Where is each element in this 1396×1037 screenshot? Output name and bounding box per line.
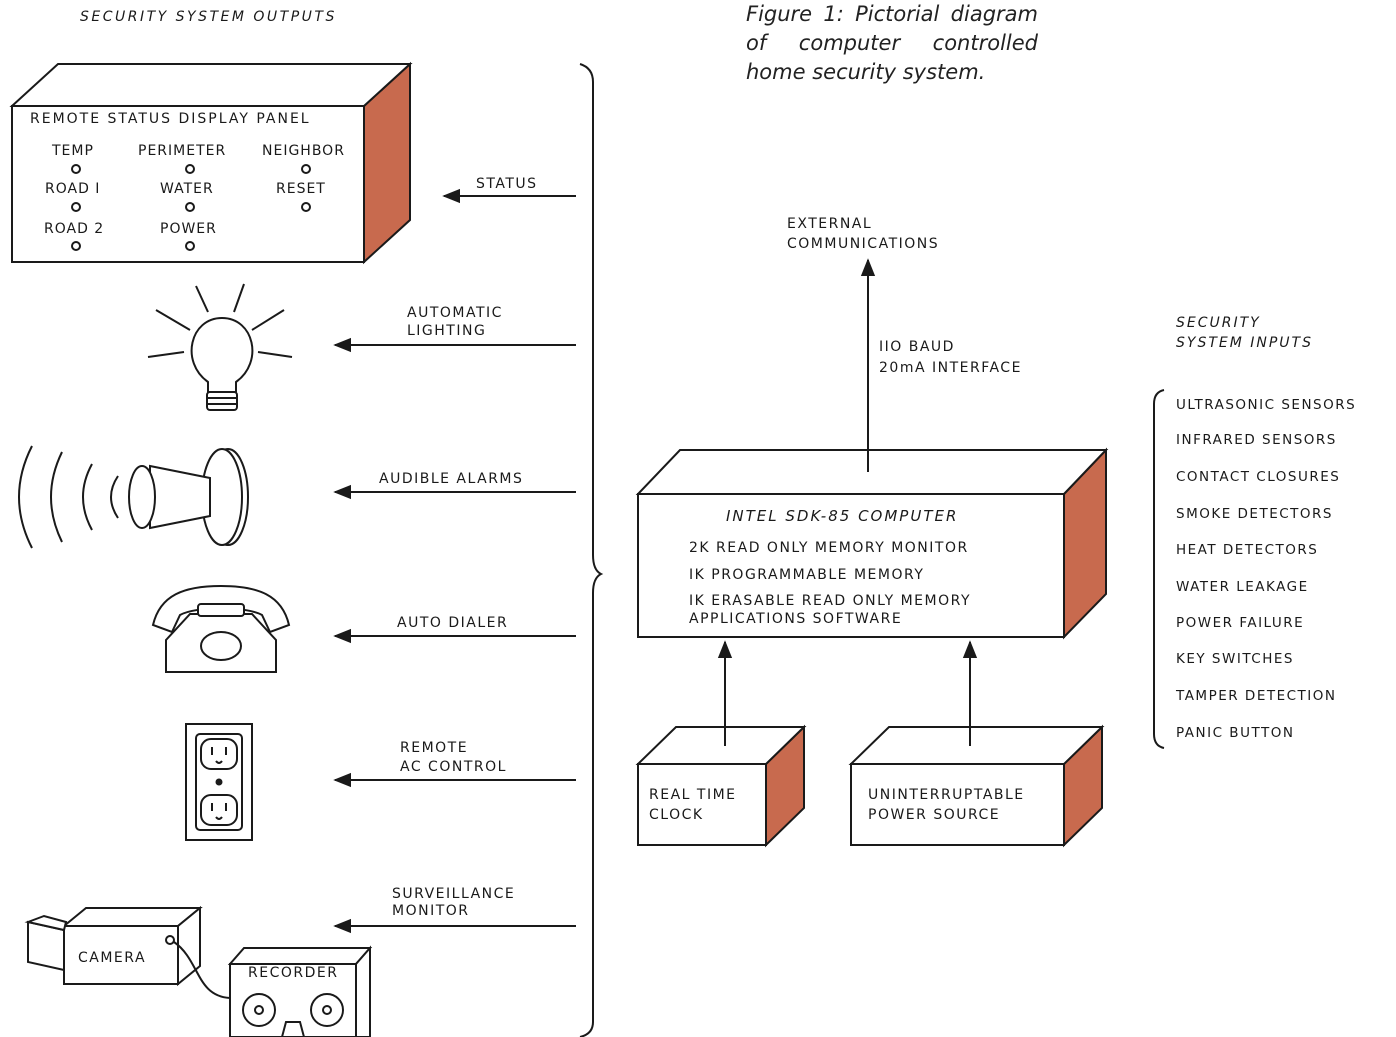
input-tamper-detection: TAMPER DETECTION: [1176, 688, 1337, 704]
input-smoke-detectors: SMOKE DETECTORS: [1176, 506, 1333, 522]
external-label-2: COMMUNICATIONS: [787, 236, 940, 252]
alarms-label: AUDIBLE ALARMS: [379, 471, 524, 487]
computer-line-4: APPLICATIONS SOFTWARE: [689, 611, 903, 627]
lighting-label-1: AUTOMATIC: [407, 305, 503, 321]
power-label-1: UNINTERRUPTABLE: [868, 787, 1025, 803]
input-power-failure: POWER FAILURE: [1176, 615, 1305, 631]
figure-caption: Figure 1: Pictorial diagram of computer …: [746, 0, 1038, 87]
indicator-road-2: ROAD 2: [44, 221, 105, 237]
recorder-label: RECORDER: [248, 965, 339, 981]
power-outlet-icon: [185, 723, 253, 841]
inputs-bracket: [1153, 389, 1165, 749]
lighting-label-2: LIGHTING: [407, 323, 487, 339]
external-label-1: EXTERNAL: [787, 216, 873, 232]
interface-label-1: IIO BAUD: [879, 339, 955, 355]
input-infrared-sensors: INFRARED SENSORS: [1176, 432, 1337, 448]
surveillance-label-1: SURVEILLANCE: [392, 886, 516, 902]
panel-title: REMOTE STATUS DISPLAY PANEL: [30, 111, 311, 127]
ac-label-1: REMOTE: [400, 740, 469, 756]
caption-line-1: Figure 1: Pictorial diagram: [746, 2, 1038, 26]
computer-line-1: 2K READ ONLY MEMORY MONITOR: [689, 540, 969, 556]
panel-indicator-lamps: [71, 164, 311, 251]
dialer-label: AUTO DIALER: [397, 615, 509, 631]
interface-label-2: 20mA INTERFACE: [879, 360, 1022, 376]
clock-label-2: CLOCK: [649, 807, 704, 823]
output-arrows: [333, 188, 576, 934]
light-bulb-icon: [147, 283, 293, 411]
indicator-water: WATER: [160, 181, 214, 197]
input-ultrasonic-sensors: ULTRASONIC SENSORS: [1176, 397, 1357, 413]
computer-title: INTEL SDK-85 COMPUTER: [726, 507, 959, 525]
status-label: STATUS: [476, 176, 538, 192]
input-key-switches: KEY SWITCHES: [1176, 651, 1294, 667]
caption-line-3: home security system.: [746, 60, 986, 84]
indicator-power: POWER: [160, 221, 217, 237]
camera-label: CAMERA: [78, 950, 147, 966]
power-label-2: POWER SOURCE: [868, 807, 1001, 823]
camera-icon: [24, 905, 231, 999]
computer-line-2: IK PROGRAMMABLE MEMORY: [689, 567, 925, 583]
input-water-leakage: WATER LEAKAGE: [1176, 579, 1309, 595]
outputs-title: SECURITY SYSTEM OUTPUTS: [80, 9, 337, 25]
input-heat-detectors: HEAT DETECTORS: [1176, 542, 1319, 558]
outputs-bracket: [579, 63, 604, 1037]
indicator-temp: TEMP: [52, 143, 94, 159]
indicator-road-1: ROAD I: [45, 181, 101, 197]
telephone-icon: [151, 584, 291, 673]
clock-label-1: REAL TIME: [649, 787, 737, 803]
status-panel-box: [9, 61, 413, 265]
indicator-neighbor: NEIGHBOR: [262, 143, 345, 159]
inputs-title-1: SECURITY: [1176, 315, 1261, 331]
indicator-perimeter: PERIMETER: [138, 143, 227, 159]
surveillance-label-2: MONITOR: [392, 903, 470, 919]
input-panic-button: PANIC BUTTON: [1176, 725, 1295, 741]
computer-box: [635, 447, 1109, 640]
input-contact-closures: CONTACT CLOSURES: [1176, 469, 1341, 485]
clock-box: [635, 724, 807, 848]
inputs-title-2: SYSTEM INPUTS: [1176, 335, 1313, 351]
power-source-box: [848, 724, 1105, 848]
audible-alarm-horn-icon: [18, 445, 249, 549]
caption-line-2: of computer controlled: [746, 31, 1038, 55]
recorder-icon: [227, 945, 373, 1037]
computer-line-3: IK ERASABLE READ ONLY MEMORY: [689, 593, 971, 609]
ac-label-2: AC CONTROL: [400, 759, 507, 775]
computer-arrows: [717, 258, 978, 746]
indicator-reset: RESET: [276, 181, 326, 197]
